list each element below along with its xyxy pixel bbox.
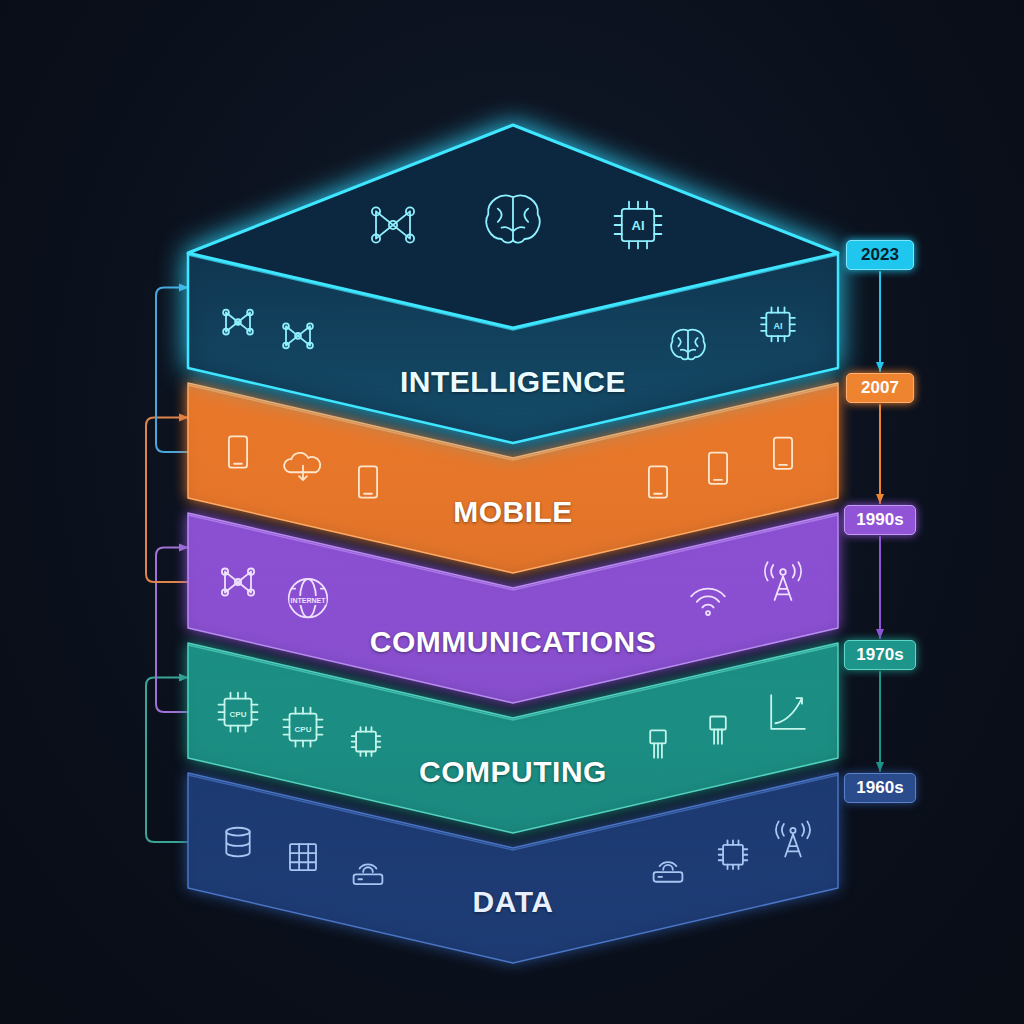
chip-icon (352, 727, 381, 756)
phone-icon (709, 453, 727, 484)
router-icon (654, 862, 683, 882)
layer-label: INTELLIGENCE (400, 365, 626, 399)
icon-label-wrap: INTERNET (290, 589, 327, 607)
tower-icon (776, 821, 810, 856)
chip-icon (719, 840, 748, 869)
year-badge: 1970s (844, 640, 916, 670)
phone-icon (229, 436, 247, 467)
cloud-icon (284, 453, 320, 480)
icon-label: CPU (294, 725, 313, 735)
globe-icon (289, 579, 327, 617)
connector-arrow (156, 548, 188, 713)
icon-label-wrap: CPU (294, 718, 313, 736)
layer-label: MOBILE (453, 495, 573, 529)
phone-icon (359, 466, 377, 497)
comp-icon (650, 730, 666, 757)
brain-icon (486, 196, 539, 243)
phone-icon (649, 466, 667, 497)
layer-edge-highlight (188, 385, 838, 460)
icon-label: INTERNET (290, 596, 327, 605)
layer-shape (188, 125, 838, 449)
chip-icon (219, 693, 258, 732)
layer-label: COMPUTING (419, 755, 607, 789)
layer-label-wrap: COMMUNICATIONS (188, 625, 838, 659)
icon-label: AI (631, 218, 646, 233)
brain-icon (671, 330, 705, 360)
year-text: 1970s (856, 645, 903, 665)
year-badge: 1990s (844, 505, 916, 535)
icon-label-wrap: AI (773, 315, 784, 333)
net-icon (223, 310, 253, 335)
chart-icon (771, 695, 805, 729)
layer-label-wrap: COMPUTING (188, 755, 838, 789)
layer-front (188, 773, 838, 963)
tower-icon (765, 562, 801, 600)
year-text: 1990s (856, 510, 903, 530)
layer-edge-highlight (188, 645, 838, 720)
layer-edge-highlight (188, 775, 838, 850)
chip-icon (284, 708, 323, 747)
icon-label: CPU (229, 710, 248, 720)
db-icon (226, 828, 249, 857)
net-icon (283, 323, 313, 348)
year-badge: 1960s (844, 773, 916, 803)
wifi-icon (691, 589, 725, 615)
layer-slab: INTELLIGENCE (188, 125, 838, 449)
year-text: 2007 (861, 378, 899, 398)
layer-label-wrap: INTELLIGENCE (188, 365, 838, 399)
year-text: 1960s (856, 778, 903, 798)
connector-arrow (879, 537, 881, 638)
connector-arrow (879, 405, 881, 503)
connector-arrow (146, 418, 188, 583)
grid-icon (290, 844, 316, 870)
layer-top-face (188, 125, 838, 328)
icon-label-wrap: AI (631, 216, 646, 234)
icon-label: AI (773, 321, 784, 332)
connector-arrow (146, 678, 188, 843)
net-icon (222, 569, 254, 596)
comp-icon (710, 716, 726, 743)
connector-arrow (156, 288, 188, 453)
chip-icon (615, 202, 662, 249)
connector-arrow (879, 672, 881, 771)
layer-label-wrap: MOBILE (188, 495, 838, 529)
layer-label: COMMUNICATIONS (370, 625, 656, 659)
layer-label-wrap: DATA (188, 885, 838, 919)
chip-icon (761, 307, 795, 341)
year-badge: 2023 (846, 240, 914, 270)
phone-icon (774, 438, 792, 469)
year-badge: 2007 (846, 373, 914, 403)
layer-label: DATA (473, 885, 554, 919)
router-icon (354, 864, 383, 884)
icon-label-wrap: CPU (229, 703, 248, 721)
year-text: 2023 (861, 245, 899, 265)
layer-edge-highlight (188, 515, 838, 590)
net-icon (372, 207, 414, 242)
connector-arrow (879, 272, 881, 371)
